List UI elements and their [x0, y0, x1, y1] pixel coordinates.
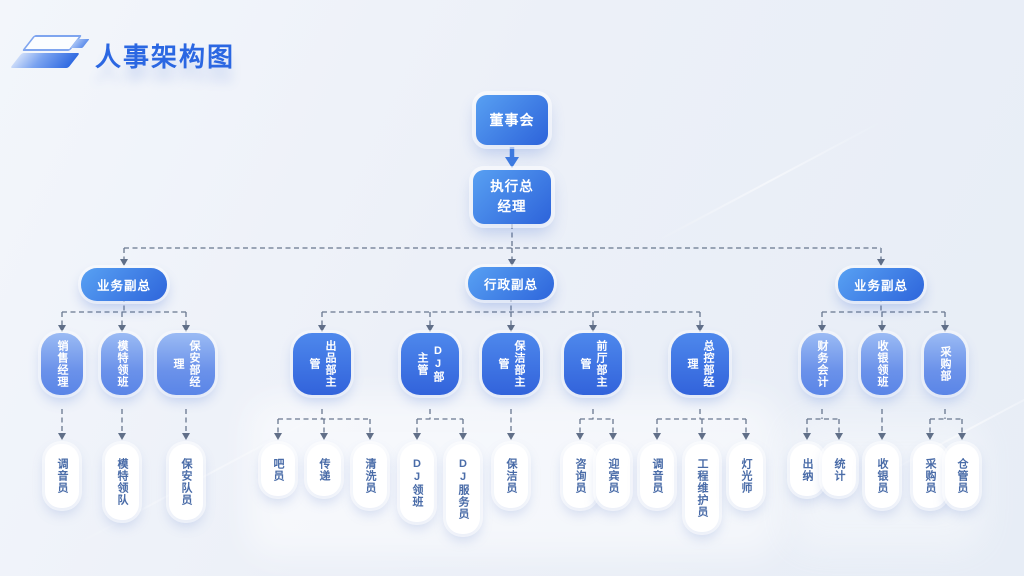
dept-sales-manager: 销售经理: [41, 333, 83, 395]
dept-front-hall-super: 前厅部主管: [564, 333, 622, 395]
staff-sound-tuner-left: 调音员: [45, 444, 79, 508]
node-executive-gm: 执行总经理: [473, 170, 551, 224]
staff-bar-staff: 吧员: [261, 444, 295, 496]
staff-sound-tuner-mid: 调音员: [640, 444, 674, 508]
staff-warehouse-keeper: 仓管员: [945, 444, 979, 508]
node-board: 董事会: [476, 95, 548, 145]
staff-consultant: 咨询员: [563, 444, 597, 508]
staff-purchaser: 采购员: [913, 444, 947, 508]
dept-production-super: 出品部主管: [293, 333, 351, 395]
staff-cleaner: 保洁员: [494, 444, 528, 508]
branch-head-admin: 行政副总: [467, 267, 555, 300]
staff-statistician: 统计: [822, 444, 856, 496]
staff-model-leader: 模特领队: [105, 444, 139, 520]
staff-maintenance: 工程维护员: [685, 444, 719, 532]
dept-dj-super: DJ部主管: [401, 333, 459, 395]
branch-head-business-left: 业务副总: [80, 268, 168, 301]
node-board-label: 董事会: [489, 111, 535, 128]
dept-master-control-mgr: 总控部经理: [671, 333, 729, 395]
dept-security-manager: 保安部经理: [157, 333, 215, 395]
staff-dj-foreman: DJ领班: [400, 444, 434, 522]
staff-security-member: 保安队员: [169, 444, 203, 520]
staff-greeter: 迎宾员: [596, 444, 630, 508]
staff-washer: 清洗员: [353, 444, 387, 508]
staff-cashier: 收银员: [865, 444, 899, 508]
dept-cashier-foreman: 收银领班: [861, 333, 903, 395]
staff-dj-server: DJ服务员: [446, 444, 480, 534]
dept-purchasing: 采购部: [924, 333, 966, 395]
branch-head-business-right: 业务副总: [837, 268, 925, 301]
dept-finance-accounting: 财务会计: [801, 333, 843, 395]
page-title: 人事架构图: [95, 42, 236, 72]
dept-cleaning-super: 保洁部主管: [482, 333, 540, 395]
staff-runner: 传递: [307, 444, 341, 496]
staff-lighting-tech: 灯光师: [729, 444, 763, 508]
staff-teller: 出纳: [790, 444, 824, 496]
dept-model-foreman: 模特领班: [101, 333, 143, 395]
node-executive-gm-label: 执行总经理: [490, 179, 534, 214]
